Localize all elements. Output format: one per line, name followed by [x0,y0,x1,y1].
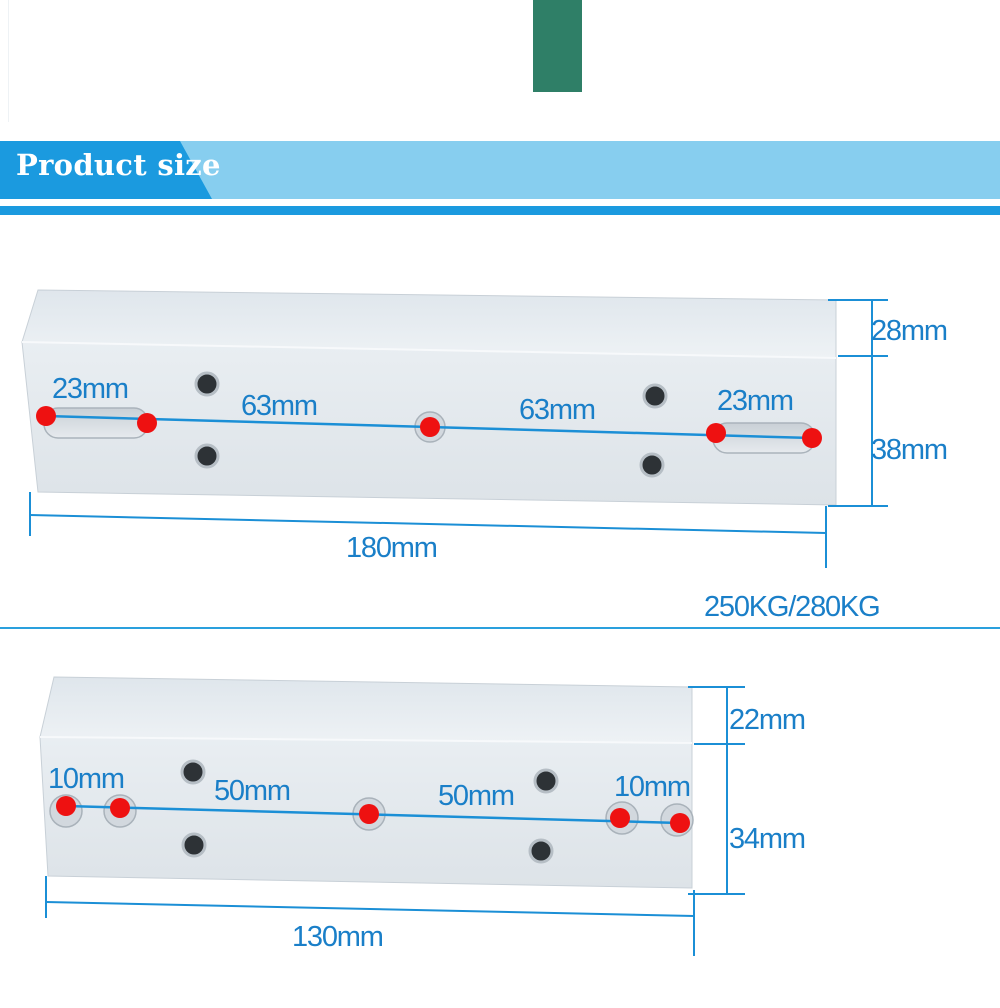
marker-dot [670,813,690,833]
screw-icon [180,759,206,785]
large-height-top-label: 28mm [871,315,948,347]
small-height-front-label: 34mm [729,823,806,855]
section-separator [0,627,1000,629]
small-length-dimension [45,876,695,956]
faint-divider [8,0,9,122]
marker-dot [706,423,726,443]
small-bracket-top-face [39,676,693,744]
large-height-front-label: 38mm [871,434,948,466]
large-length-dimension [29,492,827,568]
small-spacing-right-label: 10mm [614,771,691,803]
marker-dot [359,804,379,824]
large-spacing-right-label: 23mm [717,385,794,417]
section-title: Product size [16,148,221,182]
marker-dot [110,798,130,818]
section-banner-stripe [0,206,1000,215]
green-post-image [533,0,582,92]
screw-icon [639,452,665,478]
screw-icon [642,383,668,409]
screw-icon [533,768,559,794]
marker-dot [56,796,76,816]
small-spacing-left-label: 10mm [48,763,125,795]
load-rating-label: 250KG/280KG [704,591,881,623]
screw-icon [528,838,554,864]
small-bracket [39,676,745,956]
large-spacing-left-label: 23mm [52,373,129,405]
small-length-label: 130mm [292,921,384,953]
small-height-top-label: 22mm [729,704,806,736]
marker-dot [137,413,157,433]
section-banner-tab [0,141,212,199]
large-spacing-mid-right-label: 63mm [519,394,596,426]
marker-dot [610,808,630,828]
small-spacing-mid-left-label: 50mm [214,775,291,807]
large-length-label: 180mm [346,532,438,564]
marker-dot [420,417,440,437]
large-bracket [21,289,888,568]
large-bracket-slot-left [43,407,149,439]
screw-icon [181,832,207,858]
small-height-dimension [688,686,745,895]
screw-icon [194,443,220,469]
marker-dot [802,428,822,448]
screw-icon [194,371,220,397]
small-spacing-mid-right-label: 50mm [438,780,515,812]
large-spacing-mid-left-label: 63mm [241,390,318,422]
marker-dot [36,406,56,426]
large-height-dimension [828,299,888,507]
